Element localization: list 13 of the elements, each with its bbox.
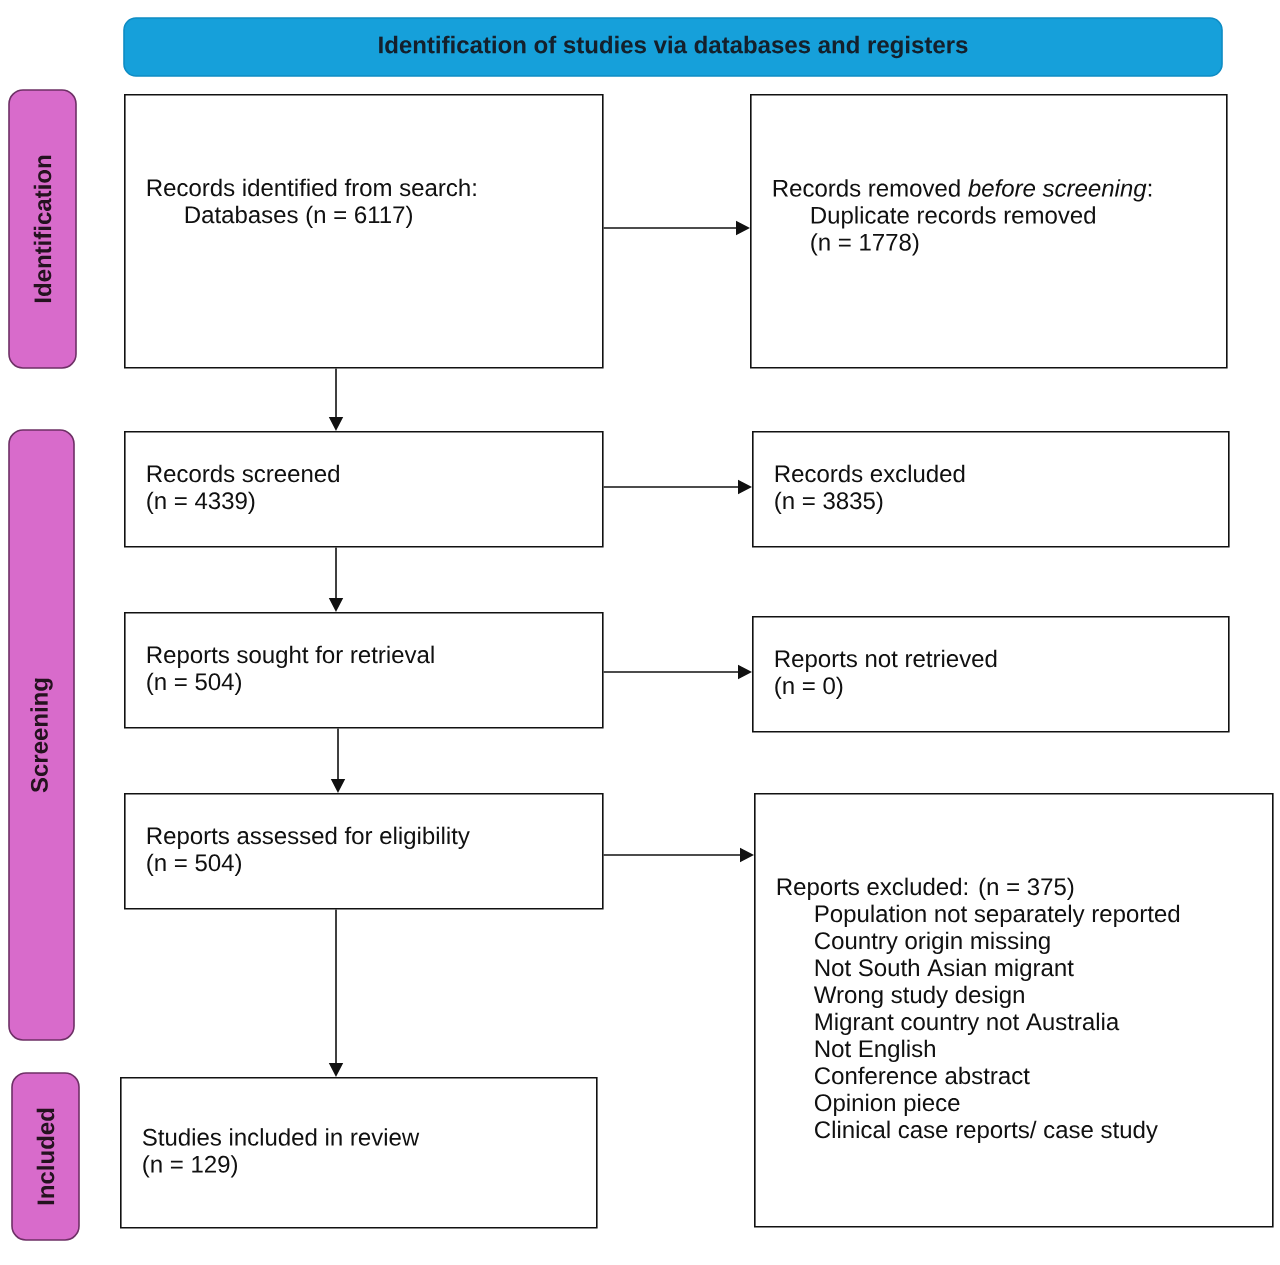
phase-band: Included bbox=[11, 1072, 80, 1241]
process-box: Reports not retrieved (n = 0) bbox=[752, 616, 1230, 733]
process-box: Reports assessed for eligibility (n = 504) bbox=[124, 793, 604, 910]
process-box: Reports sought for retrieval (n = 504) bbox=[124, 612, 604, 729]
process-box: Reports excluded: (n = 375) Population not separately reported Country origin missing Not South Asian migrant Wrong study design Migrant country not Australia Not English Conference abstract Opinion piece Clinical case reports/ case study bbox=[754, 793, 1274, 1228]
phase-band: Screening bbox=[8, 429, 75, 1041]
process-box: Records identified from search: Databases (n = 6117) bbox=[124, 94, 604, 369]
process-box: Records removed before screening: Duplicate records removed (n = 1778) bbox=[750, 94, 1228, 369]
phase-band: Identification bbox=[8, 89, 77, 369]
process-box: Studies included in review (n = 129) bbox=[120, 1077, 598, 1229]
process-box: Records excluded (n = 3835) bbox=[752, 431, 1230, 548]
process-box: Records screened (n = 4339) bbox=[124, 431, 604, 548]
section-header: Identification of studies via databases and registers bbox=[123, 17, 1223, 77]
